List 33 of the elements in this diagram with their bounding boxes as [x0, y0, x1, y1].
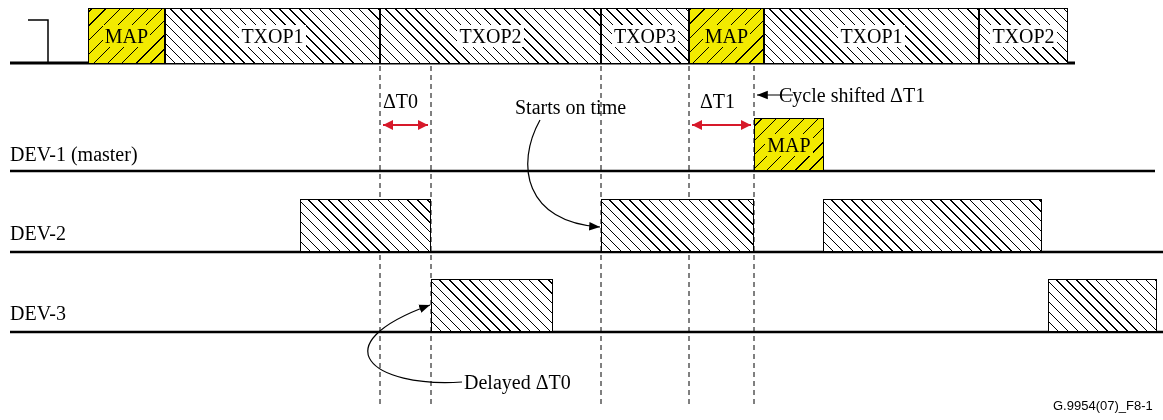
- transmission-slot: [601, 199, 754, 252]
- txop-slot: [764, 8, 979, 64]
- callout-text: Delayed ΔT0: [464, 369, 624, 395]
- slot-label: TXOP3: [611, 25, 679, 47]
- figure-id: G.9954(07)_F8-1: [1053, 398, 1153, 413]
- txop-slot: [380, 8, 601, 64]
- leader-arrow: [527, 119, 601, 230]
- txop-slot: [601, 8, 689, 64]
- slot-label: TXOP1: [838, 25, 905, 47]
- txop-slot: [165, 8, 380, 64]
- slot-label: TXOP1: [239, 25, 306, 47]
- map-slot: [88, 8, 165, 64]
- transmission-slot: [823, 199, 1042, 252]
- slot-label: TXOP2: [990, 25, 1057, 47]
- leader-arrow: [756, 90, 794, 100]
- row-label: DEV-2: [10, 222, 66, 245]
- callout-text: Cycle shifted ΔT1: [779, 82, 979, 108]
- row-label: DEV-1 (master): [10, 143, 138, 166]
- dimension-label: ΔT0: [383, 90, 419, 113]
- slot-label: MAP: [765, 133, 813, 156]
- slot-label: TXOP2: [457, 25, 524, 47]
- transmission-slot: [431, 279, 553, 332]
- transmission-slot: [1048, 279, 1157, 332]
- row-label: DEV-3: [10, 302, 66, 325]
- map-slot: [689, 8, 764, 64]
- slot-label: MAP: [702, 25, 751, 47]
- callout-text: Starts on time: [515, 94, 655, 120]
- dimension-label: ΔT1: [700, 90, 736, 113]
- map-slot: [754, 118, 824, 171]
- slot-label: MAP: [102, 25, 151, 47]
- leader-arrow: [367, 304, 463, 384]
- transmission-slot: [300, 199, 431, 252]
- txop-slot: [979, 8, 1068, 64]
